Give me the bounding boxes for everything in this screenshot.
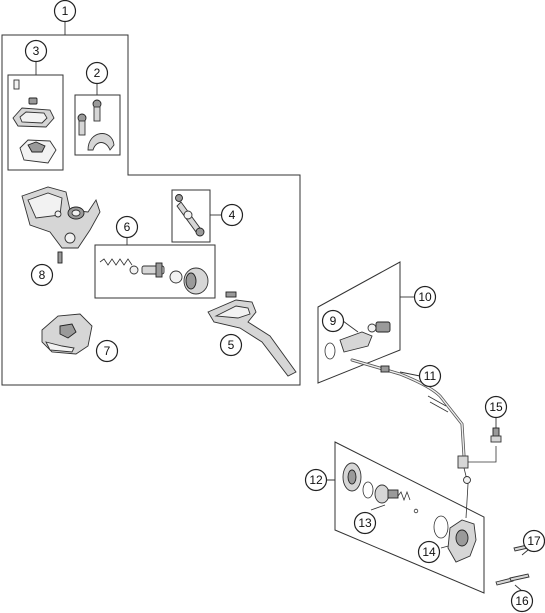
assembly-1-frame [1, 34, 301, 386]
hose-11 [350, 358, 497, 519]
callout-17-label: 17 [527, 534, 541, 548]
callout-9: 9 [321, 309, 345, 333]
part-7-cover [41, 313, 93, 355]
group-3-parts [12, 79, 57, 164]
callout-11-label: 11 [424, 369, 437, 383]
group-3-frame [7, 74, 64, 171]
callout-17: 17 [522, 529, 545, 553]
callout-2: 2 [85, 61, 109, 85]
group-12-frame [334, 441, 485, 594]
callout-13-label: 13 [358, 516, 372, 530]
callout-14: 14 [417, 540, 441, 564]
callout-3: 3 [24, 39, 48, 63]
callout-5-label: 5 [228, 338, 235, 352]
group-10-frame [317, 261, 401, 384]
callout-6: 6 [115, 215, 139, 239]
master-cylinder-body [21, 186, 101, 249]
callout-16-label: 16 [515, 594, 529, 608]
callout-3-label: 3 [33, 44, 40, 58]
group-6-parts [99, 258, 209, 295]
callout-7: 7 [95, 339, 119, 363]
callout-10-label: 10 [418, 290, 432, 304]
callout-2-label: 2 [94, 66, 101, 80]
callout-10: 10 [413, 285, 437, 309]
group-12-parts [342, 462, 477, 563]
group-6-frame [94, 244, 216, 299]
callout-11: 11 [418, 364, 442, 388]
callout-1: 1 [53, 0, 77, 23]
callout-12-label: 12 [309, 473, 323, 487]
callout-15-label: 15 [489, 400, 503, 414]
callout-1-label: 1 [62, 4, 69, 18]
leader-lines [35, 22, 529, 592]
group-4-parts [175, 194, 205, 237]
callout-9-label: 9 [330, 314, 337, 328]
callout-6-label: 6 [124, 220, 131, 234]
callout-16: 16 [510, 589, 534, 613]
part-8-screw [57, 251, 63, 264]
callout-7-label: 7 [104, 344, 111, 358]
group-2-parts [77, 99, 115, 151]
callout-14-label: 14 [422, 545, 436, 559]
callout-8-label: 8 [39, 268, 46, 282]
callout-8: 8 [30, 263, 54, 287]
callout-15: 15 [484, 395, 508, 419]
callout-4: 4 [220, 203, 244, 227]
part-5-lever [207, 291, 297, 377]
callout-5: 5 [219, 333, 243, 357]
group-4-frame [171, 189, 211, 243]
group-10-parts [324, 321, 391, 360]
callout-4-label: 4 [229, 208, 236, 222]
callout-12: 12 [304, 468, 328, 492]
part-15-bleeder [490, 427, 502, 443]
callout-13: 13 [353, 511, 377, 535]
group-2-frame [74, 94, 121, 156]
